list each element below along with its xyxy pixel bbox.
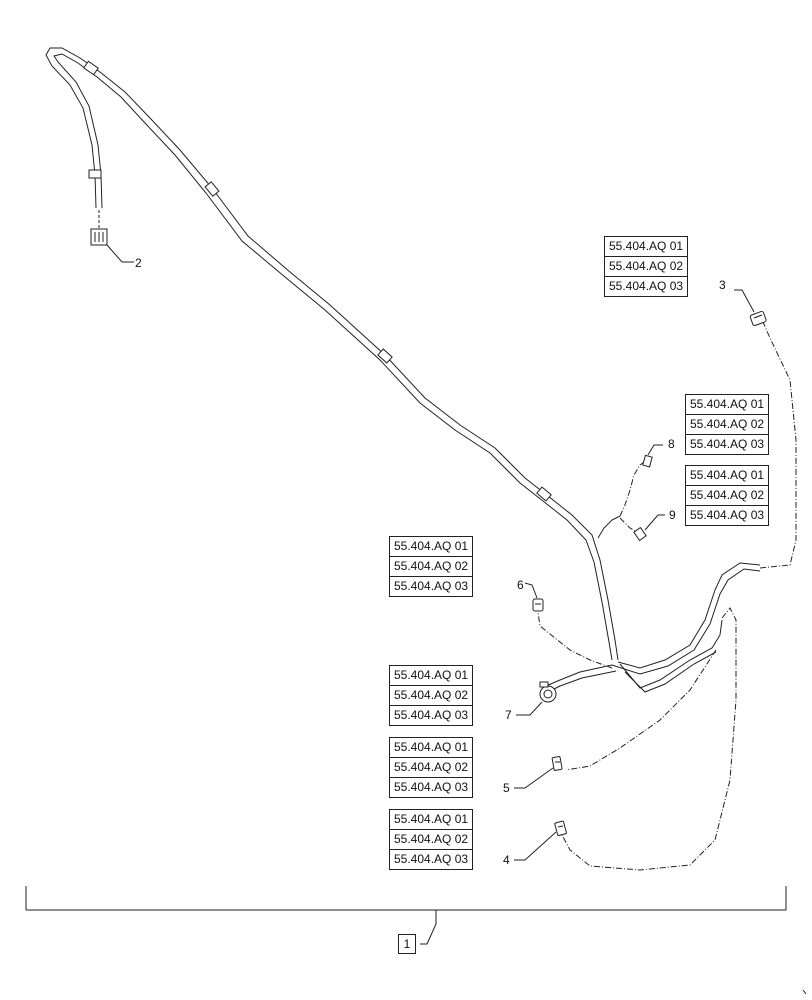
leader-9 — [644, 514, 665, 531]
connector-9 — [633, 526, 647, 542]
reference-table-7: 55.404.AQ 01 55.404.AQ 02 55.404.AQ 03 — [388, 665, 474, 726]
reference-link[interactable]: 55.404.AQ 01 — [684, 465, 770, 486]
reference-link[interactable]: 55.404.AQ 03 — [388, 777, 474, 798]
leader-2 — [106, 244, 134, 263]
reference-link[interactable]: 55.404.AQ 01 — [388, 737, 474, 758]
connector-8 — [642, 454, 653, 468]
harness-clip — [377, 348, 393, 364]
connector-7 — [539, 681, 557, 703]
reference-link[interactable]: 55.404.AQ 03 — [388, 576, 474, 597]
harness-clip — [83, 60, 99, 76]
reference-link[interactable]: 55.404.AQ 02 — [388, 757, 474, 778]
callout-5: 5 — [503, 781, 510, 795]
connector-5 — [551, 756, 563, 771]
reference-link[interactable]: 55.404.AQ 02 — [388, 829, 474, 850]
reference-link[interactable]: 55.404.AQ 02 — [684, 414, 770, 435]
reference-table-8: 55.404.AQ 01 55.404.AQ 02 55.404.AQ 03 — [684, 394, 770, 455]
callout-8: 8 — [668, 437, 675, 451]
callout-9: 9 — [669, 508, 676, 522]
reference-table-9: 55.404.AQ 01 55.404.AQ 02 55.404.AQ 03 — [684, 465, 770, 526]
leader-7 — [516, 701, 543, 716]
harness-clip — [536, 486, 552, 502]
harness-clip — [204, 181, 220, 197]
main-harness — [45, 47, 619, 661]
callout-1-box: 1 — [398, 934, 416, 954]
reference-table-5: 55.404.AQ 01 55.404.AQ 02 55.404.AQ 03 — [388, 737, 474, 798]
reference-link[interactable]: 55.404.AQ 02 — [388, 685, 474, 706]
reference-link[interactable]: 55.404.AQ 01 — [603, 236, 689, 257]
reference-link[interactable]: 55.404.AQ 02 — [684, 485, 770, 506]
assembly-bracket — [25, 886, 787, 945]
reference-link[interactable]: 55.404.AQ 03 — [388, 705, 474, 726]
leader-4 — [514, 831, 557, 861]
leader-3 — [734, 289, 755, 313]
connector-3 — [749, 310, 767, 326]
reference-table-6: 55.404.AQ 01 55.404.AQ 02 55.404.AQ 03 — [388, 536, 474, 597]
harness-clips — [83, 60, 552, 502]
harness-clip — [88, 169, 102, 179]
leader-5 — [514, 767, 554, 789]
reference-link[interactable]: 55.404.AQ 03 — [388, 849, 474, 870]
reference-link[interactable]: 55.404.AQ 02 — [388, 556, 474, 577]
reference-link[interactable]: 55.404.AQ 01 — [388, 809, 474, 830]
branch-harness — [545, 515, 761, 693]
callout-3: 3 — [719, 278, 726, 292]
reference-link[interactable]: 55.404.AQ 01 — [684, 394, 770, 415]
corner-mark — [802, 989, 807, 995]
reference-link[interactable]: 55.404.AQ 02 — [603, 256, 689, 277]
reference-table-3: 55.404.AQ 01 55.404.AQ 02 55.404.AQ 03 — [603, 236, 689, 297]
connector-4 — [554, 820, 567, 837]
callout-7: 7 — [505, 708, 512, 722]
callout-4: 4 — [503, 853, 510, 867]
reference-table-4: 55.404.AQ 01 55.404.AQ 02 55.404.AQ 03 — [388, 809, 474, 870]
reference-link[interactable]: 55.404.AQ 03 — [684, 434, 770, 455]
connector-6 — [532, 598, 544, 612]
reference-link[interactable]: 55.404.AQ 01 — [388, 665, 474, 686]
reference-link[interactable]: 55.404.AQ 03 — [603, 276, 689, 297]
callout-6: 6 — [517, 578, 524, 592]
leader-8 — [647, 444, 663, 456]
connector-2 — [90, 228, 108, 246]
callout-2: 2 — [135, 256, 142, 270]
leader-6 — [524, 582, 538, 599]
dashed-leaders — [537, 321, 797, 871]
reference-link[interactable]: 55.404.AQ 01 — [388, 536, 474, 557]
reference-link[interactable]: 55.404.AQ 03 — [684, 505, 770, 526]
